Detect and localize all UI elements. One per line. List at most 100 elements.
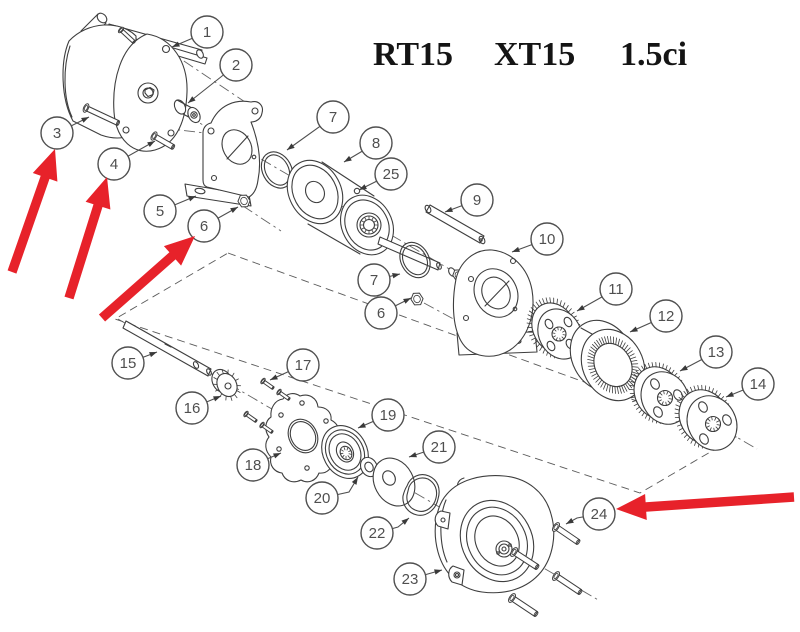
gear-teeth	[212, 369, 242, 401]
hex-nut	[237, 194, 251, 208]
balloon-24: 24	[582, 497, 616, 531]
balloon-number: 23	[402, 571, 419, 588]
balloon-5: 5	[143, 194, 177, 228]
gear-teeth	[587, 336, 639, 394]
gear-housing	[434, 475, 555, 594]
balloon-circle	[316, 100, 350, 134]
balloon-12: 12	[649, 299, 683, 333]
balloon-circle	[371, 398, 405, 432]
balloon-6: 6	[187, 209, 221, 243]
balloon-number: 10	[539, 231, 556, 248]
motor	[62, 12, 208, 152]
balloon-number: 17	[295, 357, 312, 374]
balloon-2: 2	[219, 48, 253, 82]
balloon-25: 25	[374, 157, 408, 191]
drive-shaft	[122, 320, 212, 377]
balloon-14: 14	[741, 367, 775, 401]
balloon-18: 18	[236, 448, 270, 482]
support-plate-body	[202, 100, 263, 198]
balloon-7: 7	[316, 100, 350, 134]
gear-teeth	[340, 447, 352, 460]
balloon-17: 17	[286, 348, 320, 382]
balloon-circle	[359, 126, 393, 160]
balloon-number: 20	[314, 490, 331, 507]
thrust-plate	[265, 393, 341, 483]
balloon-circle	[111, 346, 145, 380]
balloon-number: 21	[431, 439, 448, 456]
balloon-number: 8	[372, 135, 380, 152]
gear-teeth	[705, 416, 721, 432]
planet-carrier-rear	[674, 384, 738, 451]
balloon-15: 15	[111, 346, 145, 380]
balloon-circle	[357, 263, 391, 297]
title-model-rt15: RT15	[373, 36, 453, 73]
balloon-10: 10	[530, 222, 564, 256]
balloon-number: 24	[591, 506, 608, 523]
balloon-number: 25	[383, 166, 400, 183]
balloon-circle	[649, 299, 683, 333]
title-displacement: 1.5ci	[620, 36, 687, 73]
balloon-number: 18	[245, 457, 262, 474]
balloon-3: 3	[40, 116, 74, 150]
balloon-8: 8	[359, 126, 393, 160]
alignment-line	[119, 122, 206, 134]
fasteners	[82, 26, 583, 617]
balloon-circle	[364, 296, 398, 330]
balloon-circle	[175, 391, 209, 425]
red-arrow	[64, 177, 111, 300]
balloon-number: 13	[708, 344, 725, 361]
balloon-circle	[374, 157, 408, 191]
balloon-number: 15	[120, 355, 137, 372]
ring-gear	[569, 319, 646, 402]
balloon-number: 6	[200, 218, 208, 235]
gear-teeth	[551, 326, 567, 342]
red-arrow	[98, 236, 195, 322]
o-ring-seal-upper	[260, 151, 294, 189]
balloon-23: 23	[393, 562, 427, 596]
drum-shaft	[377, 236, 464, 281]
motor-terminal-end	[96, 12, 108, 24]
balloon-circle	[97, 147, 131, 181]
balloon-circle	[360, 516, 394, 550]
set-screw	[353, 187, 361, 195]
balloon-circle	[305, 481, 339, 515]
balloon-circle	[143, 194, 177, 228]
balloon-number: 12	[658, 308, 675, 325]
end-support-bracket	[452, 249, 538, 357]
balloon-circle	[40, 116, 74, 150]
red-arrow	[7, 149, 58, 274]
balloon-number: 7	[329, 109, 337, 126]
balloon-number: 9	[473, 192, 481, 209]
balloon-number: 22	[369, 525, 386, 542]
balloon-number: 2	[232, 57, 240, 74]
red-annotation-arrows	[7, 149, 795, 520]
balloon-number: 16	[184, 400, 201, 417]
planet-carrier-front	[629, 362, 690, 425]
balloon-7: 7	[357, 263, 391, 297]
balloon-number: 5	[156, 203, 164, 220]
hex-nut	[410, 292, 424, 306]
balloon-6: 6	[364, 296, 398, 330]
brake-disc	[321, 425, 369, 479]
balloon-circle	[460, 183, 494, 217]
gear-teeth	[657, 390, 673, 406]
balloon-number: 11	[608, 281, 624, 298]
balloon-circle	[599, 272, 633, 306]
friction-disc	[372, 457, 416, 507]
pinion-gear	[211, 368, 242, 401]
balloon-9: 9	[460, 183, 494, 217]
housing-gasket	[402, 474, 440, 516]
balloon-13: 13	[699, 335, 733, 369]
balloon-circle	[699, 335, 733, 369]
balloon-circle	[219, 48, 253, 82]
phantom-outline	[113, 252, 738, 494]
balloon-16: 16	[175, 391, 209, 425]
title-model-xt15: XT15	[494, 36, 575, 73]
part-balloons: 1234567825910761112131415161718192021222…	[40, 15, 775, 596]
balloon-number: 3	[53, 125, 61, 142]
tie-rod	[424, 204, 486, 245]
red-arrow	[616, 492, 795, 520]
alignment-line	[242, 205, 282, 232]
